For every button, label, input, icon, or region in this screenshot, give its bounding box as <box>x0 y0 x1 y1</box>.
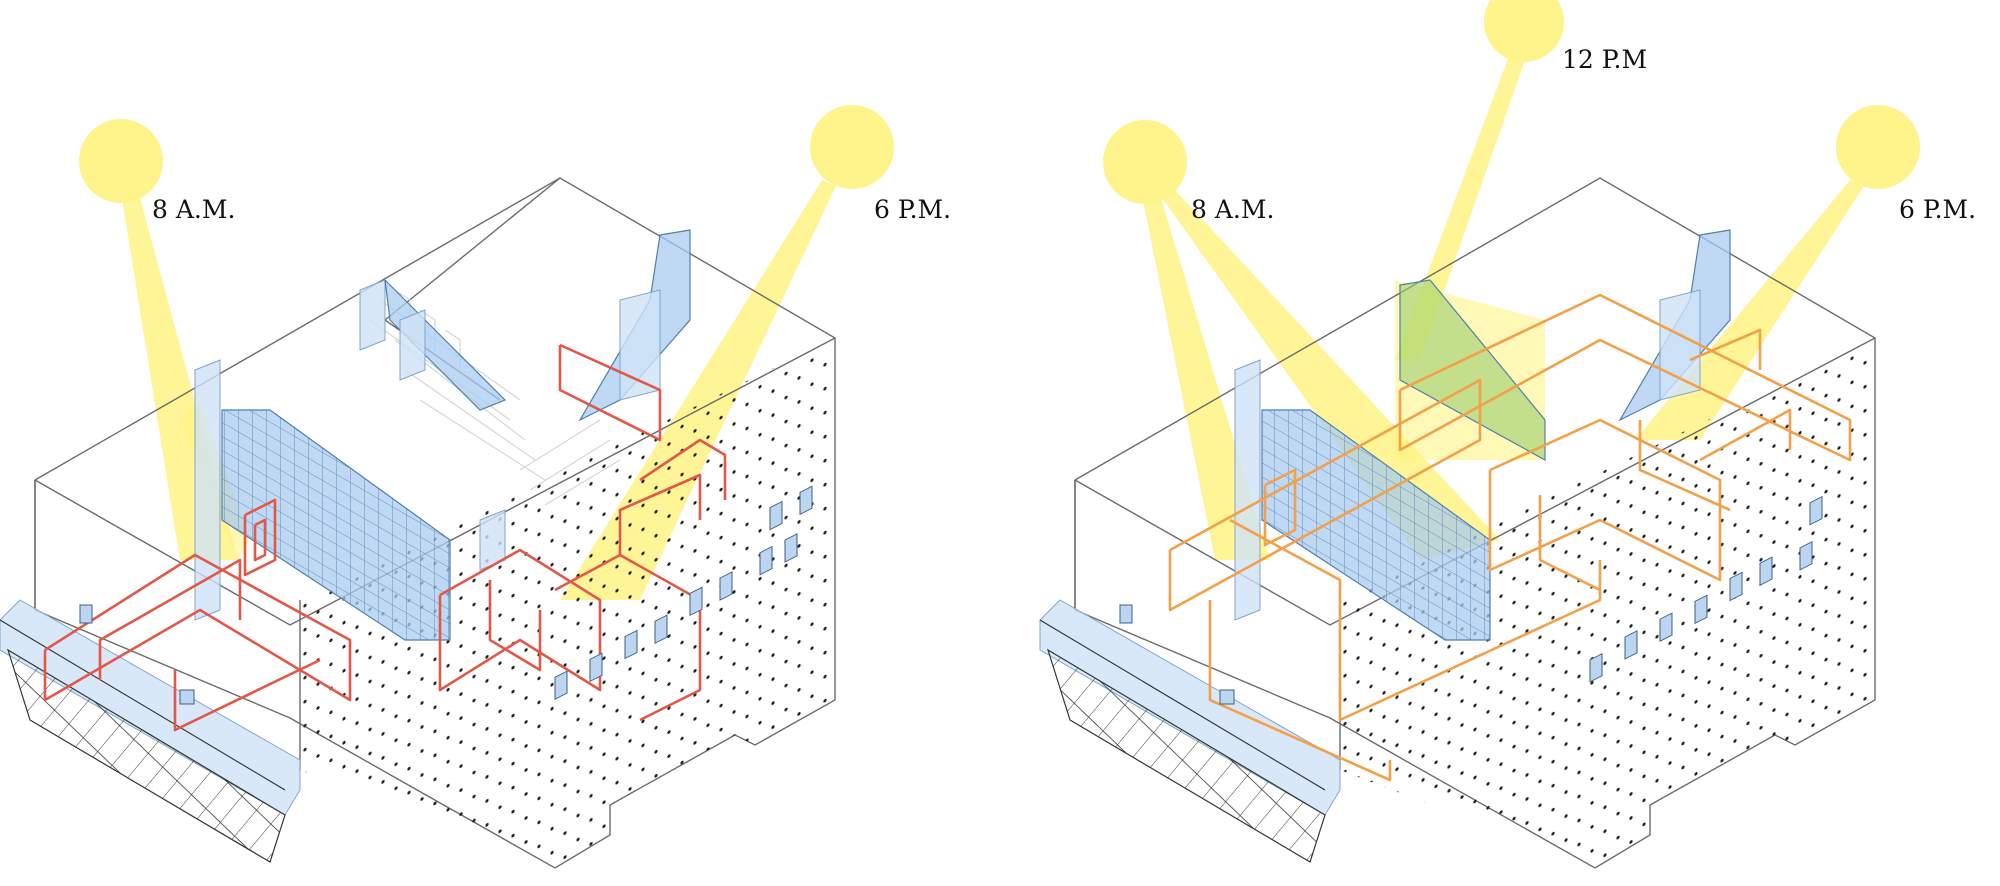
right-building-diagram: 12 P.M 8 A.M. 6 P.M. <box>1039 0 1976 869</box>
left-windows <box>79 485 813 705</box>
label-8am: 8 A.M. <box>1191 195 1274 224</box>
label-6pm: 6 P.M. <box>874 195 951 224</box>
morning-ray-b <box>1160 190 1500 560</box>
sun-8am-icon <box>1103 120 1187 204</box>
sun-12pm-icon <box>1484 0 1564 62</box>
right-orange-partitions <box>1168 293 1852 782</box>
left-dotted-facade <box>300 338 835 868</box>
left-glass-volumes <box>194 229 691 641</box>
label-12pm: 12 P.M <box>1562 45 1647 74</box>
sun-6pm-icon <box>1836 105 1920 189</box>
label-8am: 8 A.M. <box>152 195 235 224</box>
label-6pm: 6 P.M. <box>1899 195 1976 224</box>
right-dotted-facade <box>1340 338 1875 868</box>
left-building-diagram: 8 A.M. 6 P.M. <box>0 105 951 869</box>
left-front-facade <box>0 599 301 863</box>
left-red-partitions <box>43 343 727 732</box>
right-windows <box>1119 495 1823 705</box>
sun-6pm-icon <box>810 105 894 189</box>
right-front-facade <box>1039 599 1341 863</box>
sun-8am-icon <box>79 119 163 203</box>
